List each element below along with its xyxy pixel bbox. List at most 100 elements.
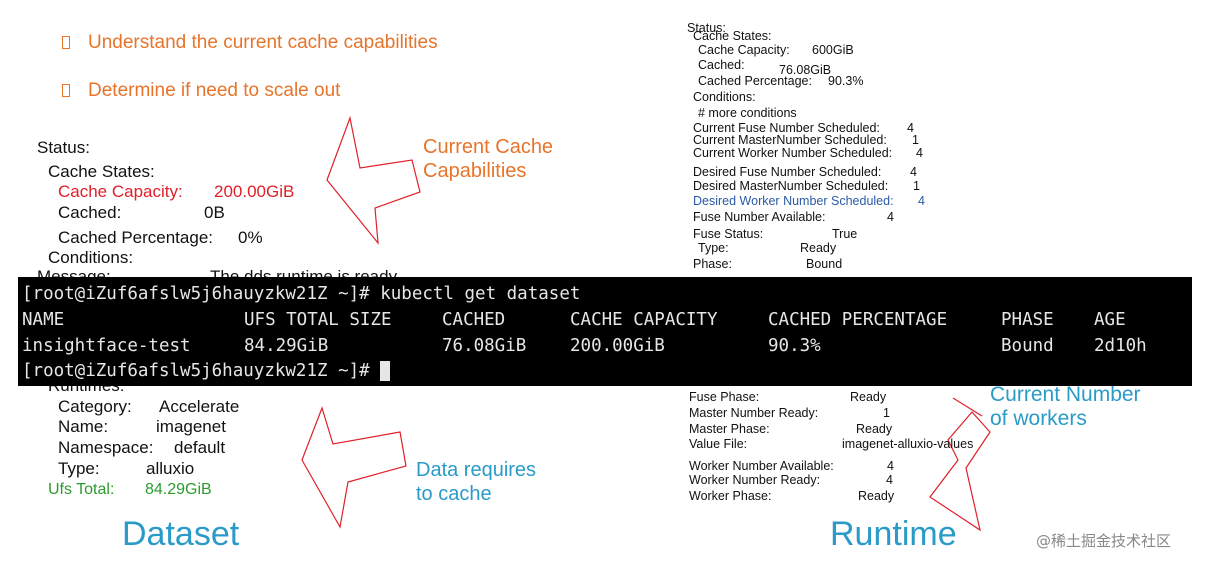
callout-line: of workers — [990, 407, 1087, 430]
rt-worker-available-label: Worker Number Available: — [689, 459, 834, 473]
bullet-item: Determine if need to scale out — [62, 80, 340, 102]
rt-type-label: Type: — [698, 241, 729, 255]
type-label: Type: — [58, 459, 100, 478]
rt-worker-ready-value: 4 — [886, 473, 893, 487]
cache-states-label: Cache States: — [48, 162, 155, 181]
type-value: alluxio — [146, 459, 195, 478]
rt-desired-master-value: 1 — [913, 179, 920, 193]
rt-current-master-label: Current MasterNumber Scheduled: — [693, 133, 887, 147]
left-arrow-icon — [929, 411, 991, 532]
terminal-header-percentage: CACHED PERCENTAGE — [768, 310, 948, 330]
dataset-title: Dataset — [122, 515, 240, 553]
current-cache-callout: Current Cache Capabilities — [423, 135, 553, 183]
watermark: @稀土掘金技术社区 — [1036, 532, 1172, 550]
ufs-total-label: Ufs Total: — [48, 481, 115, 498]
rt-master-ready-value: 1 — [883, 406, 890, 420]
category-value: Accelerate — [159, 397, 240, 416]
terminal-cell-capacity: 200.00GiB — [570, 336, 665, 356]
rt-fuse-available-value: 4 — [887, 210, 894, 224]
rt-desired-fuse-label: Desired Fuse Number Scheduled: — [693, 165, 882, 179]
terminal-header-age: AGE — [1094, 310, 1126, 330]
rt-desired-worker-value: 4 — [918, 194, 925, 208]
terminal-header-phase: PHASE — [1001, 310, 1054, 330]
runtime-name-value: imagenet — [156, 417, 226, 436]
rt-master-phase-value: Ready — [856, 422, 893, 436]
callout-line: Current Number — [990, 383, 1141, 406]
rt-master-ready-label: Master Number Ready: — [689, 406, 819, 420]
rt-desired-master-label: Desired MasterNumber Scheduled: — [693, 179, 889, 193]
rt-desired-fuse-value: 4 — [910, 165, 917, 179]
cached-percentage-value: 0% — [238, 228, 263, 247]
rt-more-conditions: # more conditions — [698, 106, 797, 120]
terminal-cell-ufs: 84.29GiB — [244, 336, 329, 356]
terminal-cell-age: 2d10h — [1094, 336, 1147, 356]
callout-line: Capabilities — [423, 160, 527, 182]
callout-line: Current Cache — [423, 136, 554, 158]
terminal-prompt: [root@iZuf6afslw5j6hauyzkw21Z ~]# — [22, 361, 370, 381]
terminal-header-cached: CACHED — [442, 310, 506, 330]
rt-value-file-label: Value File: — [689, 437, 748, 451]
rt-fuse-available-label: Fuse Number Available: — [693, 210, 826, 224]
terminal-header-name: NAME — [22, 310, 65, 330]
bullet-item: Understand the current cache capabilitie… — [62, 32, 438, 54]
rt-fuse-phase-label: Fuse Phase: — [689, 390, 760, 404]
rt-value-file-value: imagenet-alluxio-values — [842, 437, 974, 451]
rt-cached-value: 76.08GiB — [779, 63, 832, 77]
rt-current-worker-label: Current Worker Number Scheduled: — [693, 146, 893, 160]
namespace-value: default — [174, 438, 226, 457]
terminal-command-line: [root@iZuf6afslw5j6hauyzkw21Z ~]# kubect… — [22, 284, 581, 304]
rt-worker-phase-value: Ready — [858, 489, 895, 503]
terminal-cell-phase: Bound — [1001, 336, 1054, 356]
cached-label: Cached: — [58, 203, 122, 222]
terminal-header-capacity: CACHE CAPACITY — [570, 310, 718, 330]
rt-current-master-value: 1 — [912, 133, 919, 147]
rt-cached-percentage-label: Cached Percentage: — [698, 74, 812, 88]
cache-capacity-value: 200.00GiB — [214, 182, 295, 201]
bullet-box-icon — [62, 84, 70, 98]
rt-master-phase-label: Master Phase: — [689, 422, 770, 436]
bullet-text: Understand the current cache capabilitie… — [88, 32, 438, 53]
current-workers-callout: Current Number of workers — [990, 383, 1141, 431]
rt-fuse-phase-value: Ready — [850, 390, 887, 404]
terminal-cell-cached: 76.08GiB — [442, 336, 527, 356]
bullet-text: Determine if need to scale out — [88, 80, 341, 101]
rt-status-label: Status: — [687, 21, 726, 35]
namespace-label: Namespace: — [58, 438, 154, 457]
cached-percentage-label: Cached Percentage: — [58, 228, 213, 247]
rt-cached-percentage-value: 90.3% — [828, 74, 864, 88]
terminal-cell-name: insightface-test — [22, 336, 191, 356]
status-label: Status: — [37, 138, 90, 157]
terminal-window[interactable]: [root@iZuf6afslw5j6hauyzkw21Z ~]# kubect… — [18, 277, 1192, 386]
rt-current-worker-value: 4 — [916, 146, 923, 160]
rt-fuse-status-label: Fuse Status: — [693, 227, 764, 241]
left-arrow-icon — [301, 406, 407, 529]
rt-worker-phase-label: Worker Phase: — [689, 489, 772, 503]
terminal-cell-percentage: 90.3% — [768, 336, 821, 356]
cached-value: 0B — [204, 203, 225, 222]
data-requires-callout: Data requires to cache — [416, 458, 536, 506]
terminal-cursor — [380, 361, 391, 381]
rt-conditions-label: Conditions: — [693, 90, 756, 104]
rt-desired-worker-label: Desired Worker Number Scheduled: — [693, 194, 894, 208]
category-label: Category: — [58, 397, 132, 416]
rt-cache-states-label: Cache States: — [693, 29, 772, 43]
terminal-prompt-line[interactable]: [root@iZuf6afslw5j6hauyzkw21Z ~]# — [22, 361, 391, 381]
rt-current-fuse-value: 4 — [907, 121, 914, 135]
runtime-name-label: Name: — [58, 417, 109, 436]
rt-fuse-status-value: True — [832, 227, 858, 241]
callout-line: to cache — [416, 483, 492, 505]
terminal-header-ufs: UFS TOTAL SIZE — [244, 310, 392, 330]
rt-type-value: Ready — [800, 241, 837, 255]
cache-capacity-label: Cache Capacity: — [58, 182, 183, 201]
bullet-box-icon — [62, 36, 70, 50]
left-arrow-icon — [326, 115, 421, 245]
rt-phase-label: Phase: — [693, 257, 732, 271]
ufs-total-value: 84.29GiB — [145, 481, 212, 498]
rt-phase-value: Bound — [806, 257, 843, 271]
rt-current-fuse-label: Current Fuse Number Scheduled: — [693, 121, 880, 135]
rt-worker-available-value: 4 — [887, 459, 894, 473]
runtime-title: Runtime — [830, 515, 957, 553]
rt-cache-capacity-value: 600GiB — [812, 43, 854, 57]
rt-cache-capacity-label: Cache Capacity: — [698, 43, 790, 57]
